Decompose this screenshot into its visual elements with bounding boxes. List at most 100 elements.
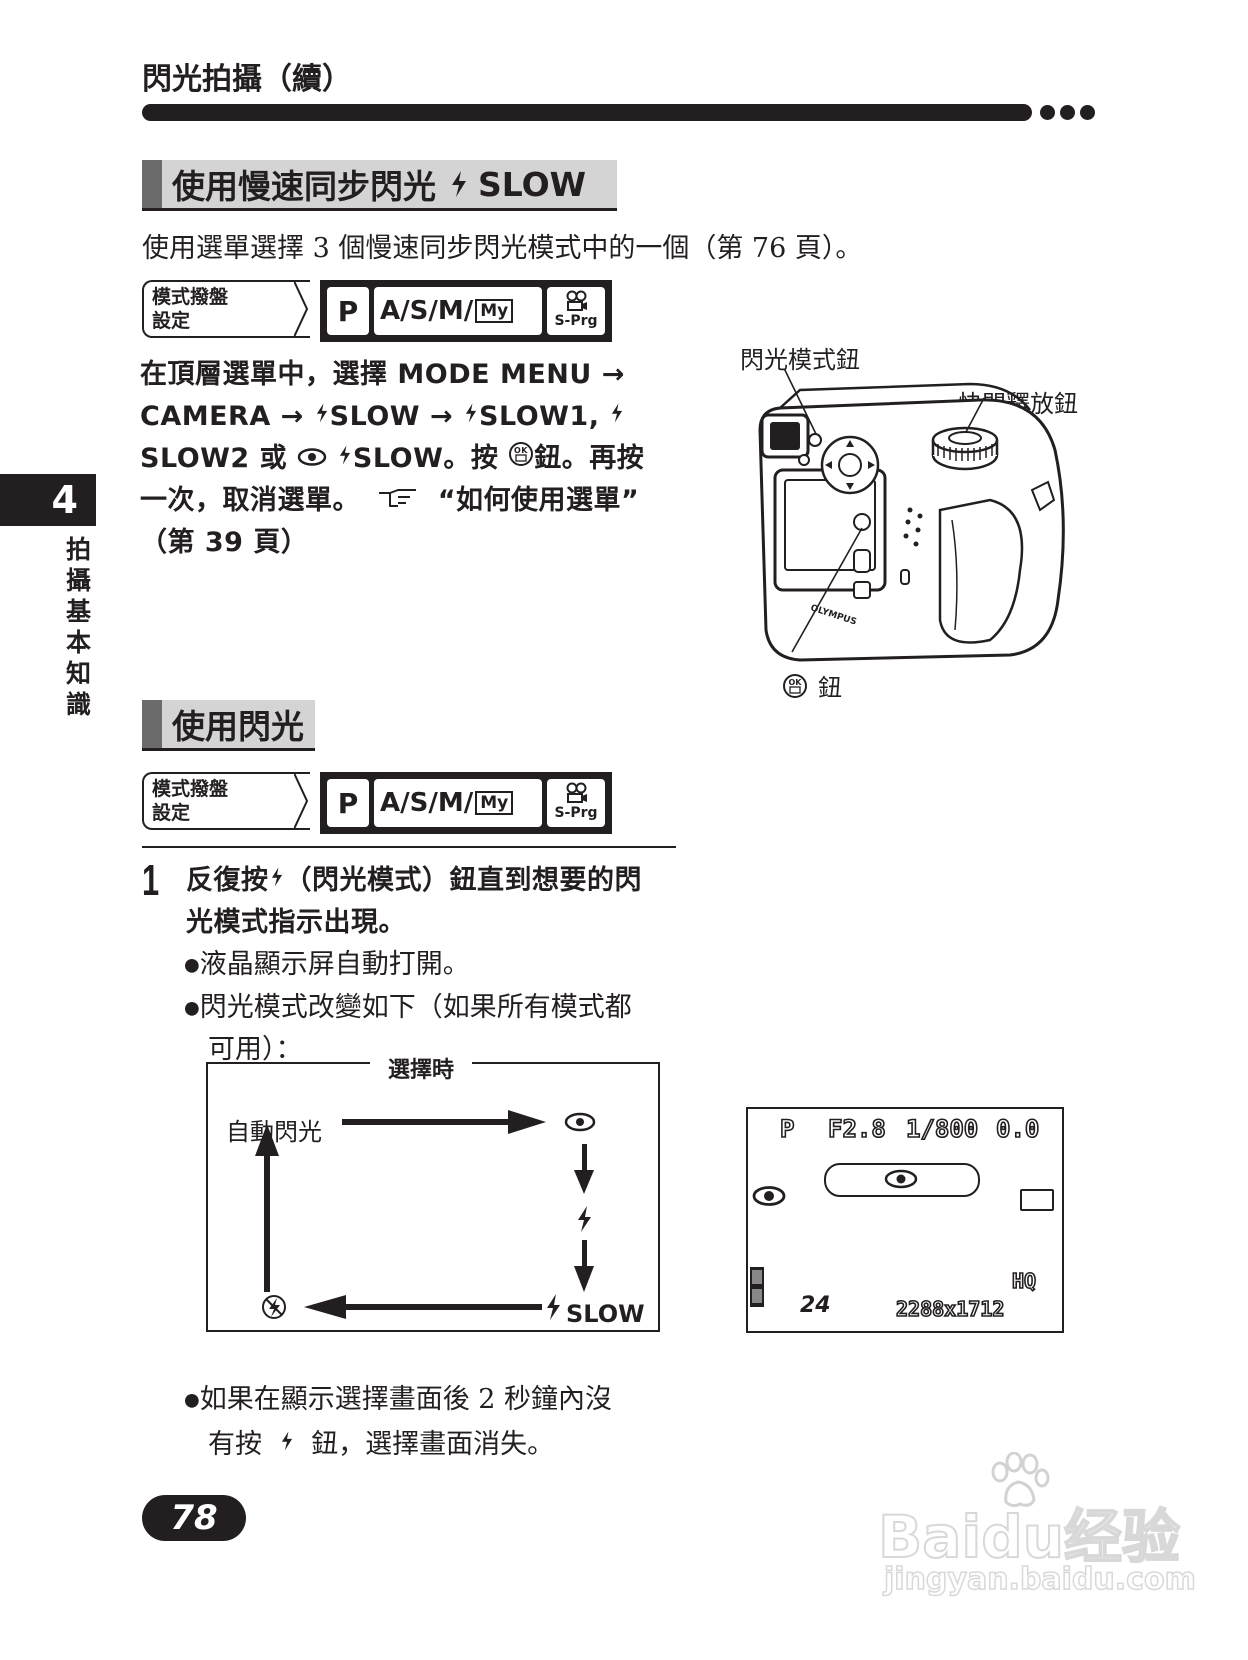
- mode-dial-setting: 模式撥盤 設定 P A/S/M/ My S-Prg: [142, 280, 612, 342]
- heading-text: 使用慢速同步閃光: [172, 167, 436, 206]
- diagram-arrows: [255, 1110, 596, 1320]
- flash-icon: [271, 867, 282, 887]
- mode-p: P: [327, 287, 369, 335]
- mode-p: P: [327, 779, 369, 827]
- mode-tag-arrow: [294, 772, 308, 830]
- heading-suffix: SLOW: [478, 164, 587, 204]
- bullet-dot: ●: [184, 997, 200, 1018]
- bullet-text-continued: 可用）：: [208, 1034, 303, 1065]
- lcd-flash-mode-box: [824, 1163, 980, 1197]
- running-title: 閃光拍攝（續）: [142, 62, 352, 97]
- instr-text: CAMERA →: [140, 401, 304, 432]
- auto-flash-label: 自動閃光: [226, 1118, 322, 1146]
- bullet-text: 閃光模式改變如下（如果所有模式都: [199, 991, 632, 1023]
- step-text-part: （閃光模式）鈕直到想要的閃: [284, 865, 642, 896]
- mode-dial-label-line2: 設定: [152, 802, 191, 824]
- heading-marker: [142, 700, 162, 748]
- bullet-item: ●液晶顯示屏自動打開。: [184, 944, 632, 987]
- chapter-title-vertical: 拍攝基本知識: [66, 535, 92, 719]
- flash-icon: [452, 171, 466, 197]
- red-eye-icon: [564, 1112, 596, 1132]
- red-eye-icon: [297, 448, 327, 466]
- bullet-text-continued: 有按 鈕，選擇畫面消失。: [184, 1423, 612, 1467]
- instr-line-3: SLOW2 或 SLOW。按 OK 鈕。再按: [140, 438, 680, 480]
- lcd-exposure-comp: 0.0: [995, 1114, 1040, 1144]
- single-frame-icon: [1020, 1189, 1054, 1211]
- mode-asm-text: A/S/M/: [380, 788, 474, 818]
- movie-camera-icon: [566, 782, 587, 803]
- bullet-text: 如果在顯示選擇畫面後 2 秒鐘內沒: [199, 1384, 613, 1415]
- lcd-display: P F2.8 1/800 0.0 HQ 24 2288x1712: [746, 1107, 1064, 1333]
- ok-button-icon: OK: [509, 442, 534, 466]
- mode-dial-label-line1: 模式撥盤: [152, 778, 229, 800]
- flash-off-icon: [262, 1295, 286, 1319]
- instr-text: “如何使用選單”: [437, 485, 640, 516]
- section-heading-slow-sync: 使用慢速同步閃光 SLOW: [142, 160, 617, 211]
- flash-mode-button-label: 閃光模式鈕: [740, 346, 860, 374]
- flash-icon: [316, 403, 327, 423]
- ok-button-icon: OK: [783, 673, 807, 698]
- paw-icon: [991, 1452, 1050, 1508]
- svg-text:OK: OK: [514, 446, 528, 455]
- flash-icon: [465, 403, 477, 423]
- bullet-text-part: 鈕，選擇畫面消失。: [311, 1428, 555, 1460]
- mode-my-text: My: [475, 791, 514, 815]
- mode-my-text: My: [475, 299, 514, 323]
- mode-sprg: S-Prg: [547, 779, 605, 827]
- pointing-hand-icon: [378, 489, 416, 507]
- instr-text: 鈕。再按: [534, 443, 645, 474]
- mode-dial-label: 模式撥盤 設定: [152, 777, 228, 825]
- flash-icon: [339, 445, 351, 465]
- instr-line-2: CAMERA → SLOW → SLOW1,: [140, 396, 680, 438]
- memory-gauge-icon: [750, 1267, 764, 1307]
- lcd-quality: HQ: [1011, 1268, 1037, 1294]
- red-eye-icon: [752, 1186, 786, 1206]
- mode-asm-my: A/S/M/ My: [374, 287, 542, 335]
- watermark-brand: Baidu经验: [877, 1502, 1181, 1572]
- lcd-aperture: F2.8: [827, 1114, 886, 1144]
- bullet-dot: ●: [184, 954, 200, 976]
- instr-text: SLOW →: [329, 401, 454, 432]
- ok-button-label: OK 鈕: [782, 668, 842, 703]
- step-text-part: 反復按: [186, 865, 269, 896]
- section1-intro: 使用選單選擇 3 個慢速同步閃光模式中的一個（第 76 頁）。: [142, 233, 863, 264]
- bullet-list-2: ●如果在顯示選擇畫面後 2 秒鐘內沒 有按 鈕，選擇畫面消失。: [184, 1378, 612, 1467]
- mode-asm-text: A/S/M/: [380, 296, 474, 326]
- instr-text: 一次，取消選單。: [140, 485, 360, 516]
- lcd-shutter-speed: 1/800: [905, 1114, 979, 1144]
- lcd-shots-remaining: 24: [800, 1293, 831, 1318]
- mode-sprg: S-Prg: [547, 287, 605, 335]
- bullet-item: ●如果在顯示選擇畫面後 2 秒鐘內沒: [184, 1378, 612, 1423]
- mode-dial-label: 模式撥盤 設定: [152, 285, 228, 333]
- heading-text: 使用閃光: [172, 707, 304, 746]
- mode-dial-label-line2: 設定: [152, 310, 191, 332]
- instr-text: SLOW。按: [352, 443, 499, 474]
- instr-line-1: 在頂層選單中，選擇 MODE MENU →: [140, 359, 625, 390]
- sprg-label: S-Prg: [554, 805, 598, 821]
- chapter-tab: 4: [0, 474, 96, 526]
- bullet-item: ●閃光模式改變如下（如果所有模式都: [184, 987, 632, 1030]
- mode-dial-tag: [142, 280, 310, 338]
- header-dot: [1060, 105, 1075, 120]
- lcd-resolution: 2288x1712: [895, 1296, 1005, 1322]
- watermark-url: jingyan.baidu.com: [883, 1561, 1196, 1598]
- ok-button-label-text: 鈕: [818, 674, 842, 702]
- slow-label: SLOW: [566, 1300, 645, 1328]
- mode-dial-setting: 模式撥盤 設定 P A/S/M/ My S-Prg: [142, 772, 612, 834]
- header-rule: [142, 104, 1032, 121]
- step-line-2: 光模式指示出現。: [186, 907, 406, 938]
- bullet-text-part: 有按: [208, 1428, 262, 1460]
- diagram-caption: 選擇時: [370, 1052, 473, 1084]
- instr-text: SLOW2 或: [140, 443, 288, 474]
- instr-line-5: （第 39 頁）: [140, 527, 309, 558]
- heading-marker: [142, 160, 162, 208]
- mode-dial-label-line1: 模式撥盤: [152, 286, 229, 308]
- camera-illustration: OLYMPUS: [758, 370, 1065, 662]
- page-number: 78: [142, 1495, 246, 1541]
- step-line-1: 反復按 （閃光模式）鈕直到想要的閃: [186, 860, 686, 902]
- header-dot: [1080, 105, 1095, 120]
- flash-icon: [612, 403, 623, 423]
- red-eye-icon: [884, 1169, 918, 1189]
- svg-text:OK: OK: [789, 678, 803, 687]
- lcd-mode: P: [779, 1114, 795, 1144]
